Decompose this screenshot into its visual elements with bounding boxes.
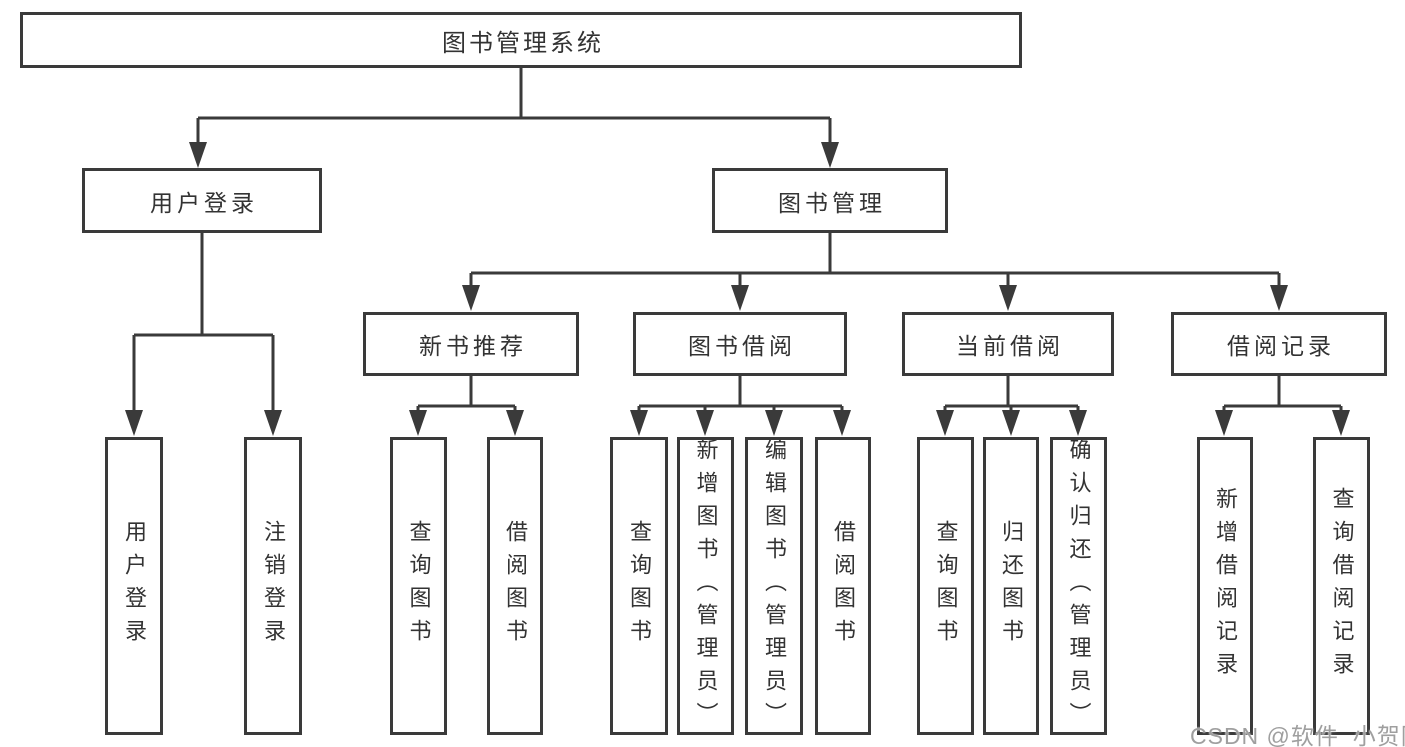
leaf-query-books-borrow: 查询图书 xyxy=(610,437,668,735)
leaf-label: 借阅图书 xyxy=(831,520,856,652)
arrow-icon xyxy=(999,285,1017,311)
node-book-borrow: 图书借阅 xyxy=(633,312,847,376)
arrow-icon xyxy=(506,410,524,436)
node-root-library-system: 图书管理系统 xyxy=(20,12,1022,68)
leaf-label: 归还图书 xyxy=(999,520,1024,652)
leaf-label: 查询借阅记录 xyxy=(1329,487,1355,685)
arrow-icon xyxy=(833,410,851,436)
node-borrow-records: 借阅记录 xyxy=(1171,312,1387,376)
connector-newbook-to-leaves xyxy=(416,376,517,412)
arrow-icon xyxy=(462,285,480,311)
connector-current-to-leaves xyxy=(943,376,1080,412)
node-label: 借阅记录 xyxy=(1227,333,1335,359)
leaf-label: 查询图书 xyxy=(406,520,432,652)
connector-bookmgmt-to-modules xyxy=(469,233,1281,287)
leaf-label: 查询图书 xyxy=(627,520,652,652)
connector-records-to-leaves xyxy=(1222,376,1343,412)
node-new-book-recommend: 新书推荐 xyxy=(363,312,579,376)
connector-strokes xyxy=(132,68,1343,412)
arrow-icon xyxy=(696,410,714,436)
leaf-label: 确认归还（管理员） xyxy=(1066,437,1092,735)
node-current-borrow: 当前借阅 xyxy=(902,312,1114,376)
leaf-confirm-return-admin: 确认归还（管理员） xyxy=(1050,437,1107,735)
arrow-icon xyxy=(189,142,207,168)
leaf-user-login: 用户登录 xyxy=(105,437,163,735)
arrow-icon xyxy=(1002,410,1020,436)
node-label: 新书推荐 xyxy=(419,333,527,359)
arrow-icon xyxy=(125,410,143,436)
leaf-query-books-recommend: 查询图书 xyxy=(390,437,447,735)
arrow-icon xyxy=(1270,285,1288,311)
arrow-icon xyxy=(264,410,282,436)
leaf-add-borrow-record: 新增借阅记录 xyxy=(1197,437,1253,735)
leaf-label: 用户登录 xyxy=(122,520,147,652)
arrow-icon xyxy=(1215,410,1233,436)
csdn-watermark: CSDN @软件_小贺同学 xyxy=(1190,723,1405,747)
arrow-icon xyxy=(630,410,648,436)
node-book-management-branch: 图书管理 xyxy=(712,168,948,233)
leaf-query-books-current: 查询图书 xyxy=(917,437,974,735)
node-label: 图书借阅 xyxy=(688,333,796,359)
node-label: 用户登录 xyxy=(150,189,258,216)
leaf-borrow-books-recommend: 借阅图书 xyxy=(487,437,543,735)
node-label: 图书管理系统 xyxy=(442,29,604,57)
leaf-label: 查询图书 xyxy=(933,520,959,652)
arrow-icon xyxy=(1332,410,1350,436)
leaf-label: 注销登录 xyxy=(261,520,286,652)
leaf-label: 借阅图书 xyxy=(503,520,528,652)
connector-root-to-level2 xyxy=(196,68,832,144)
arrow-icon xyxy=(765,410,783,436)
leaf-borrow-books: 借阅图书 xyxy=(815,437,871,735)
leaf-return-books: 归还图书 xyxy=(983,437,1039,735)
arrow-icon xyxy=(731,285,749,311)
leaf-logout: 注销登录 xyxy=(244,437,302,735)
leaf-label: 编辑图书（管理员） xyxy=(762,437,787,735)
arrow-icon xyxy=(1069,410,1087,436)
node-label: 图书管理 xyxy=(778,189,886,216)
leaf-edit-books-admin: 编辑图书（管理员） xyxy=(745,437,803,735)
arrowheads xyxy=(125,142,1350,436)
leaf-label: 新增图书（管理员） xyxy=(693,437,719,735)
leaf-query-borrow-record: 查询借阅记录 xyxy=(1313,437,1370,735)
node-user-login-branch: 用户登录 xyxy=(82,168,322,233)
leaf-label: 新增借阅记录 xyxy=(1213,487,1238,685)
arrow-icon xyxy=(936,410,954,436)
connector-borrow-to-leaves xyxy=(637,376,844,412)
node-label: 当前借阅 xyxy=(956,333,1064,359)
arrow-icon xyxy=(821,142,839,168)
connector-userlogin-to-leaves xyxy=(132,233,275,412)
leaf-add-books-admin: 新增图书（管理员） xyxy=(677,437,734,735)
arrow-icon xyxy=(409,410,427,436)
